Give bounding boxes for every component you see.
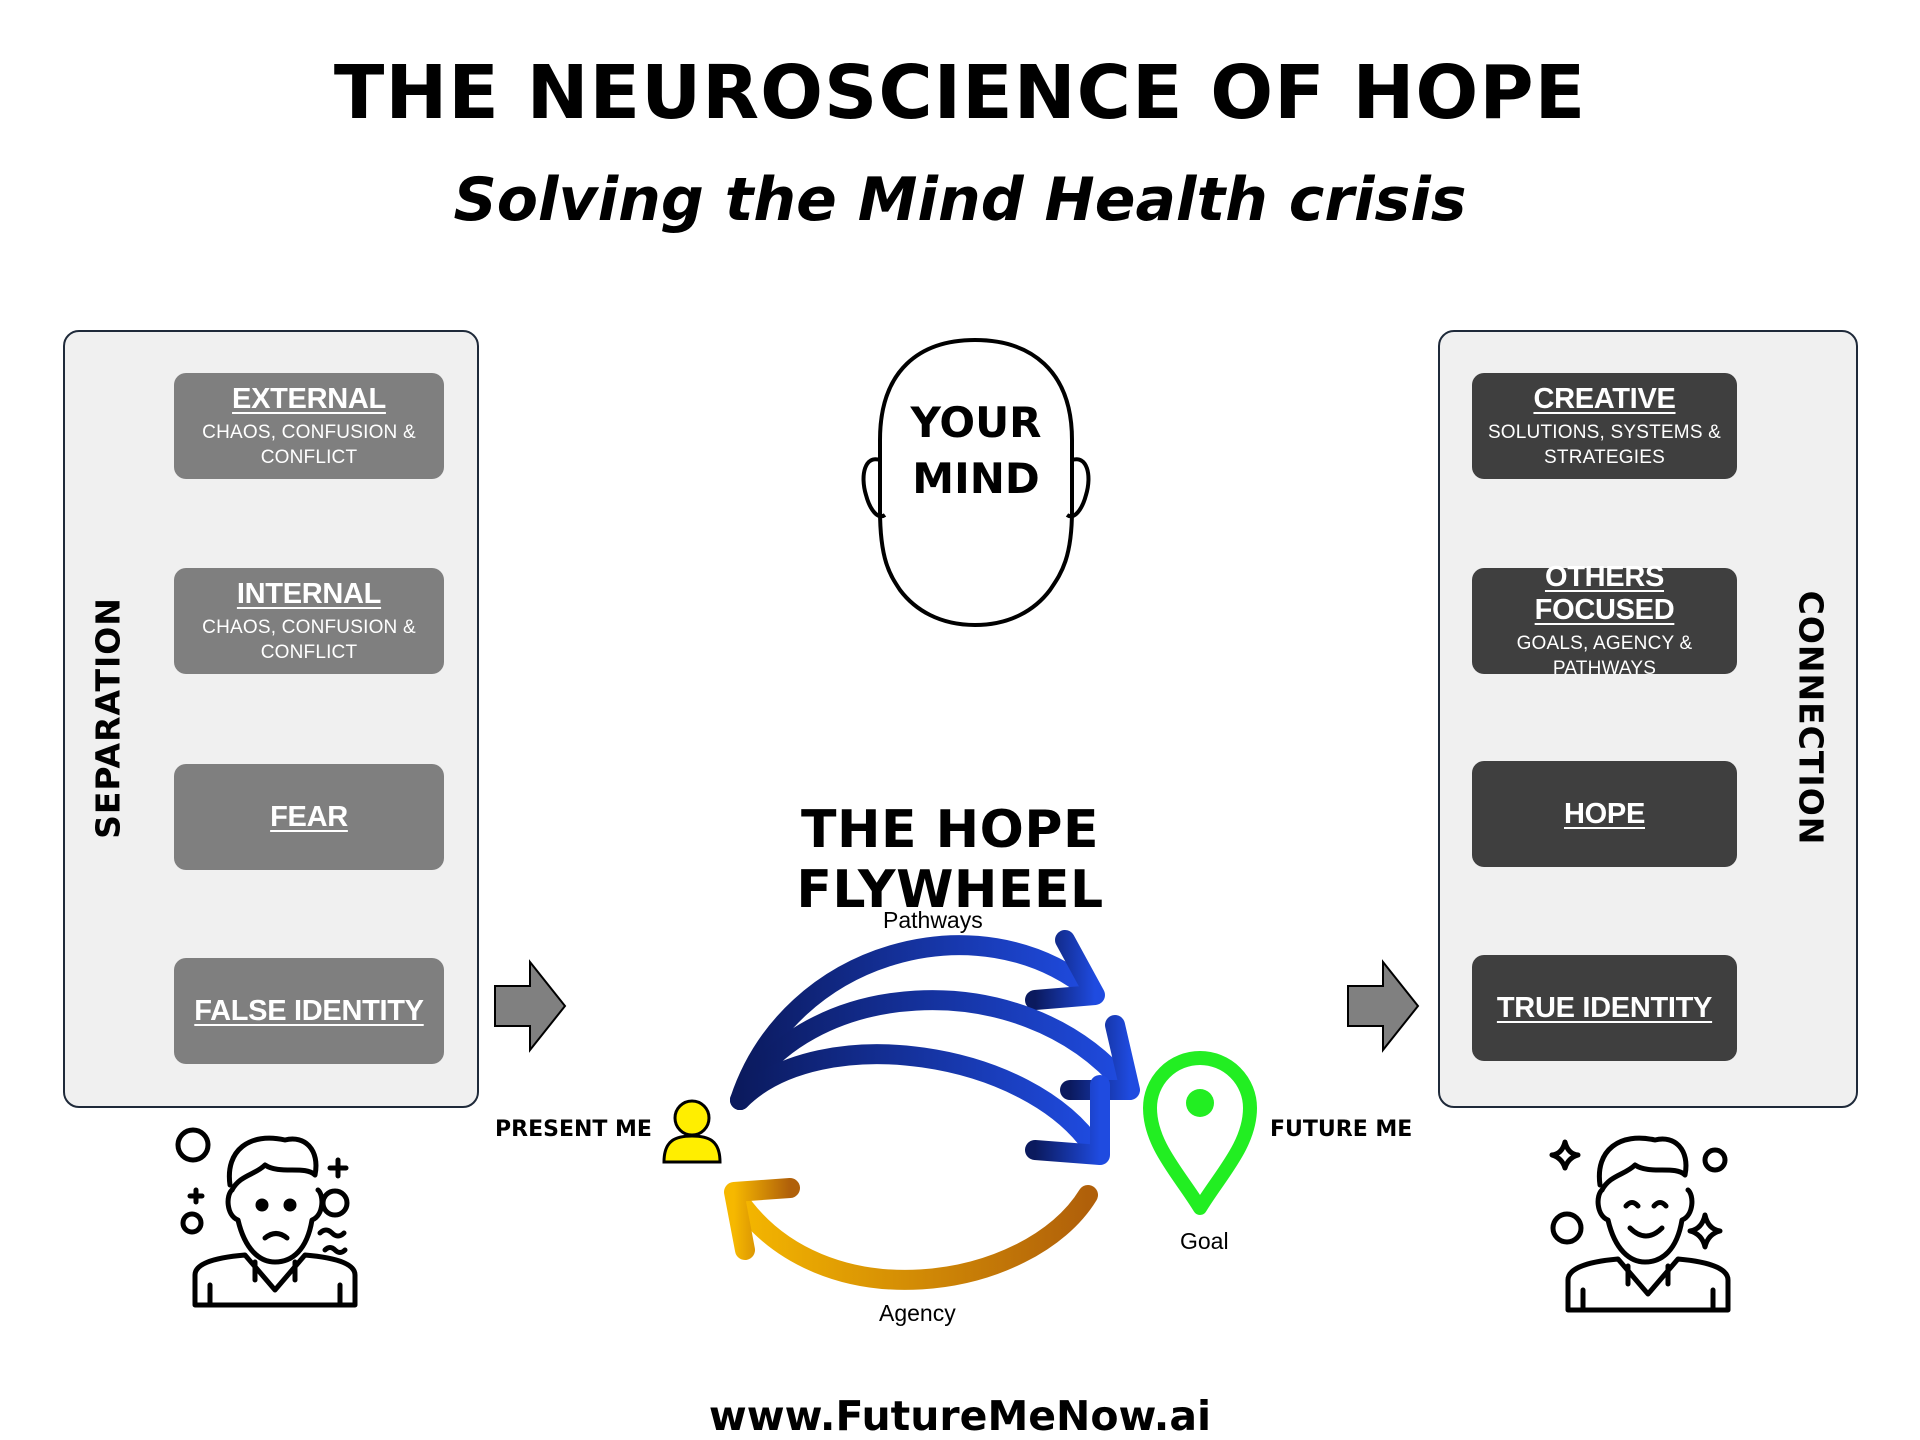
right-block-arrow: [1347, 959, 1420, 1053]
creative-box: CREATIVE SOLUTIONS, SYSTEMS & STRATEGIES: [1472, 373, 1737, 479]
others-focused-sub: GOALS, AGENCY & PATHWAYS: [1516, 633, 1693, 679]
hope-heading: HOPE: [1564, 797, 1645, 830]
head-icon: [861, 338, 1091, 627]
true-identity-heading: TRUE IDENTITY: [1496, 991, 1713, 1024]
false-identity-heading: FALSE IDENTITY: [194, 994, 424, 1027]
your-mind-text: YOUR MIND: [876, 395, 1076, 507]
goal-label: Goal: [1180, 1228, 1229, 1254]
internal-sub: CHAOS, CONFUSION & CONFLICT: [202, 616, 416, 663]
fear-heading: FEAR: [270, 800, 348, 833]
external-heading: EXTERNAL: [232, 382, 386, 415]
others-focused-heading: OTHERS FOCUSED: [1534, 561, 1675, 626]
fear-box: FEAR: [174, 764, 444, 870]
page-title: THE NEUROSCIENCE OF HOPE: [333, 50, 1587, 136]
internal-box: INTERNAL CHAOS, CONFUSION & CONFLICT: [174, 568, 444, 674]
happy-person-icon: [1549, 1135, 1731, 1313]
agency-label: Agency: [879, 1300, 956, 1326]
goal-pin-icon: [1143, 1051, 1257, 1215]
true-identity-box: TRUE IDENTITY: [1472, 955, 1737, 1061]
your-mind-line1: YOUR: [910, 398, 1042, 447]
agency-arrow: [724, 1178, 1098, 1290]
left-block-arrow: [494, 959, 567, 1053]
future-me-label: FUTURE ME: [1270, 1117, 1413, 1142]
creative-heading: CREATIVE: [1533, 382, 1676, 415]
present-me-icon: [662, 1099, 722, 1164]
present-me-label: PRESENT ME: [495, 1117, 652, 1142]
pathways-label: Pathways: [883, 907, 983, 933]
sad-person-icon: [175, 1127, 358, 1308]
external-box: EXTERNAL CHAOS, CONFUSION & CONFLICT: [174, 373, 444, 479]
internal-heading: INTERNAL: [236, 577, 382, 610]
creative-sub: SOLUTIONS, SYSTEMS & STRATEGIES: [1487, 421, 1722, 468]
page-subtitle: Solving the Mind Health crisis: [453, 165, 1467, 235]
connection-label: CONNECTION: [1791, 590, 1831, 846]
website-url[interactable]: www.FutureMeNow.ai: [708, 1392, 1212, 1440]
hope-box: HOPE: [1472, 761, 1737, 867]
your-mind-line2: MIND: [912, 454, 1040, 503]
pathways-arrows: [730, 930, 1140, 1165]
separation-label: SEPARATION: [88, 597, 128, 839]
others-focused-box: OTHERS FOCUSED GOALS, AGENCY & PATHWAYS: [1472, 561, 1737, 679]
false-identity-box: FALSE IDENTITY: [174, 958, 444, 1064]
flywheel-title: THE HOPE FLYWHEEL: [796, 800, 1104, 920]
external-sub: CHAOS, CONFUSION & CONFLICT: [202, 421, 416, 468]
